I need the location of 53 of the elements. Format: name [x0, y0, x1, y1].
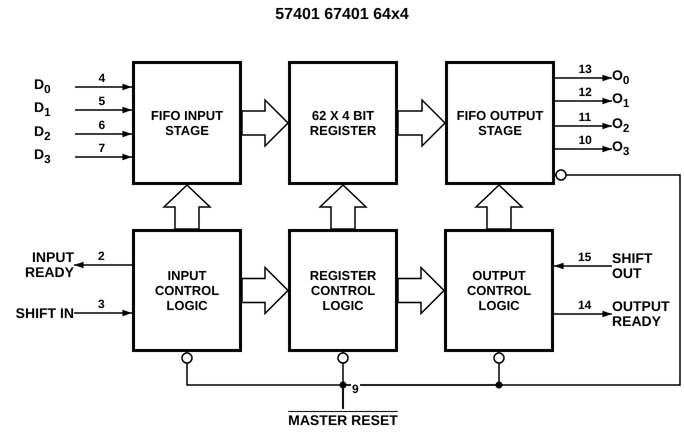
pin-label: O$_{2}$ [612, 116, 652, 136]
pin-label: O$_{0}$ [612, 68, 652, 88]
hollow-arrow [162, 184, 212, 230]
pin-label: SHIFT OUT [612, 250, 684, 282]
signal-arrow [555, 98, 612, 104]
signal-arrow [75, 154, 132, 160]
signal-arrow [554, 262, 612, 270]
signal-arrow [74, 310, 132, 316]
pin-number: 2 [97, 250, 106, 262]
signal-arrow [555, 146, 612, 152]
signal-arrow [75, 106, 132, 114]
hollow-arrow [397, 98, 446, 148]
signal-arrow [554, 310, 612, 318]
block-box: INPUT CONTROL LOGIC [132, 229, 242, 352]
hollow-arrow [397, 266, 446, 316]
pin-label: INPUT READY [6, 249, 74, 281]
hollow-arrow [318, 184, 368, 230]
pin-label: D$_{1}$ [34, 100, 75, 120]
pin-number: 6 [98, 119, 106, 131]
pin-number: 4 [98, 72, 106, 84]
pin-label: OUTPUT READY [612, 298, 684, 330]
pin-number: 13 [578, 63, 593, 75]
pin-label: SHIFT IN [6, 297, 74, 329]
pin-number: 9 [351, 383, 360, 395]
pin-number: 5 [98, 95, 106, 107]
pin-number: 12 [578, 86, 593, 98]
pin-label: O$_{1}$ [612, 91, 652, 111]
pin-label: D$_{0}$ [34, 77, 75, 97]
pin-number: 11 [578, 111, 592, 123]
pin-number: 10 [578, 134, 593, 146]
signal-arrow [75, 130, 132, 138]
diagram-title: 57401 67401 64x4 [274, 6, 410, 24]
signal-arrow [75, 84, 132, 90]
signal-arrow [74, 262, 132, 268]
pin-number: 15 [577, 251, 592, 263]
hollow-arrow [241, 266, 290, 316]
signal-arrow [555, 122, 612, 130]
pin-label: O$_{3}$ [612, 139, 652, 159]
signal-label: MASTER RESET [281, 409, 405, 431]
block-box: 62 X 4 BIT REGISTER [288, 61, 398, 185]
pin-label: D$_{3}$ [34, 147, 75, 167]
pin-number: 3 [97, 298, 106, 310]
block-box: FIFO OUTPUT STAGE [445, 61, 555, 185]
block-box: REGISTER CONTROL LOGIC [288, 229, 398, 352]
pin-label: D$_{2}$ [34, 124, 75, 144]
signal-arrow [555, 74, 612, 82]
block-box: FIFO INPUT STAGE [132, 61, 242, 185]
block-box: OUTPUT CONTROL LOGIC [444, 229, 554, 352]
hollow-arrow [474, 184, 524, 230]
pin-number: 7 [98, 142, 106, 154]
reset-line [342, 169, 681, 409]
pin-number: 14 [577, 299, 592, 311]
hollow-arrow [241, 98, 290, 148]
